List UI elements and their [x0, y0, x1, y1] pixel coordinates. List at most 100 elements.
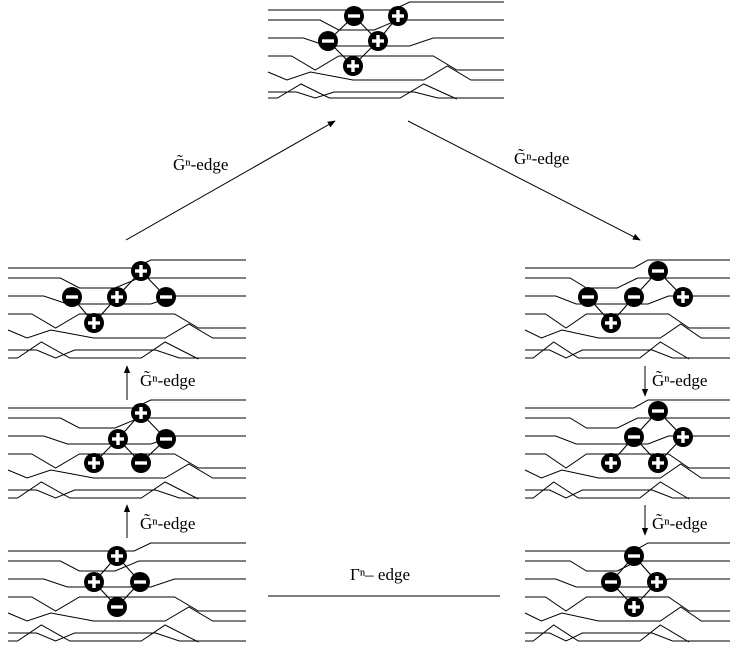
minus-node — [318, 31, 338, 51]
wire-strand — [268, 37, 504, 47]
wire-strand — [8, 596, 246, 612]
minus-node — [648, 261, 668, 281]
sign-bar — [605, 580, 617, 584]
plus-node — [624, 597, 644, 617]
plus-node — [84, 572, 104, 592]
wire-strand — [8, 435, 246, 445]
wire-strand — [268, 19, 504, 31]
sign-bar — [656, 457, 660, 469]
arrow-left-to-top — [125, 120, 336, 241]
wire-strand — [8, 399, 246, 409]
sign-bar — [681, 431, 685, 443]
edge-label-right-upper: G̃ⁿ-edge — [652, 371, 707, 390]
edge-label-right-lower: G̃ⁿ-edge — [652, 514, 707, 533]
plus-node — [84, 453, 104, 473]
edge-label-top-right: G̃ⁿ-edge — [514, 149, 569, 168]
plus-node — [84, 313, 104, 333]
plus-node — [107, 287, 127, 307]
sign-bar — [160, 437, 172, 441]
wire-strand — [8, 277, 246, 289]
wire-strand — [525, 542, 730, 552]
minus-node — [624, 287, 644, 307]
wire-strand — [525, 489, 730, 499]
wire-strand — [268, 91, 504, 99]
wire-strand — [525, 578, 730, 588]
sign-bar — [609, 457, 613, 469]
edge-label-left-upper: G̃ⁿ-edge — [140, 371, 195, 390]
sign-bar — [681, 291, 685, 303]
wire-strand — [8, 341, 199, 360]
sign-bar — [628, 295, 640, 299]
wire-strand — [268, 83, 458, 100]
plus-node — [107, 546, 127, 566]
minus-node — [624, 427, 644, 447]
sign-bar — [632, 601, 636, 613]
wire-strand — [8, 481, 199, 500]
plus-node — [601, 453, 621, 473]
wire-strand — [525, 349, 730, 359]
sign-bar — [655, 576, 659, 588]
sign-bar — [92, 457, 96, 469]
wire-strand — [525, 632, 730, 642]
sign-bar — [628, 554, 640, 558]
wire-strand — [8, 313, 246, 329]
plus-node — [388, 6, 408, 26]
sign-bar — [111, 605, 123, 609]
sign-bar — [582, 295, 594, 299]
wire-strand — [525, 417, 730, 429]
minus-node — [624, 546, 644, 566]
wire-strand — [7, 606, 246, 622]
minus-node — [130, 572, 150, 592]
wire-strand — [525, 399, 730, 409]
wire-strand — [525, 481, 690, 500]
wire-strand — [525, 341, 690, 360]
sign-bar — [115, 550, 119, 562]
wire-strand — [525, 560, 730, 572]
wire-strand — [525, 624, 690, 643]
wire-strand — [524, 323, 730, 339]
wire-strand — [267, 65, 504, 81]
minus-node — [62, 287, 82, 307]
wire-strand — [525, 313, 730, 329]
sign-bar — [160, 295, 172, 299]
plus-node — [648, 453, 668, 473]
arrow-top-to-right — [407, 120, 641, 241]
sign-bar — [92, 576, 96, 588]
wire-strand — [8, 295, 246, 305]
sign-bar — [66, 295, 78, 299]
wiring-diagram-top — [267, 1, 504, 100]
minus-node — [601, 572, 621, 592]
sign-bar — [628, 435, 640, 439]
sign-bar — [652, 269, 664, 273]
sign-bar — [376, 35, 380, 47]
sign-bar — [351, 60, 355, 72]
wire-strand — [8, 578, 246, 588]
sign-bar — [135, 461, 147, 465]
wire-strand — [268, 55, 504, 71]
sign-bar — [396, 10, 400, 22]
minus-node — [107, 597, 127, 617]
wiring-diagram-right-1 — [524, 259, 730, 360]
wiring-diagram-left-1 — [7, 259, 246, 360]
minus-node — [648, 401, 668, 421]
wire-strand — [8, 349, 246, 359]
sign-bar — [348, 14, 360, 18]
minus-node — [131, 453, 151, 473]
wire-strand — [8, 417, 246, 429]
sign-bar — [92, 317, 96, 329]
wiring-diagram-left-3 — [7, 542, 246, 643]
wire-strand — [524, 606, 730, 622]
sign-bar — [134, 580, 146, 584]
plus-node — [673, 287, 693, 307]
sign-bar — [116, 433, 120, 445]
plus-node — [647, 572, 667, 592]
sign-bar — [139, 265, 143, 277]
wire-strand — [8, 489, 246, 499]
wire-strand — [268, 1, 504, 11]
wiring-diagram-left-2 — [7, 399, 246, 500]
wire-strand — [525, 259, 730, 269]
wiring-diagram-right-3 — [524, 542, 730, 643]
minus-node — [578, 287, 598, 307]
wire-strand — [7, 463, 246, 479]
